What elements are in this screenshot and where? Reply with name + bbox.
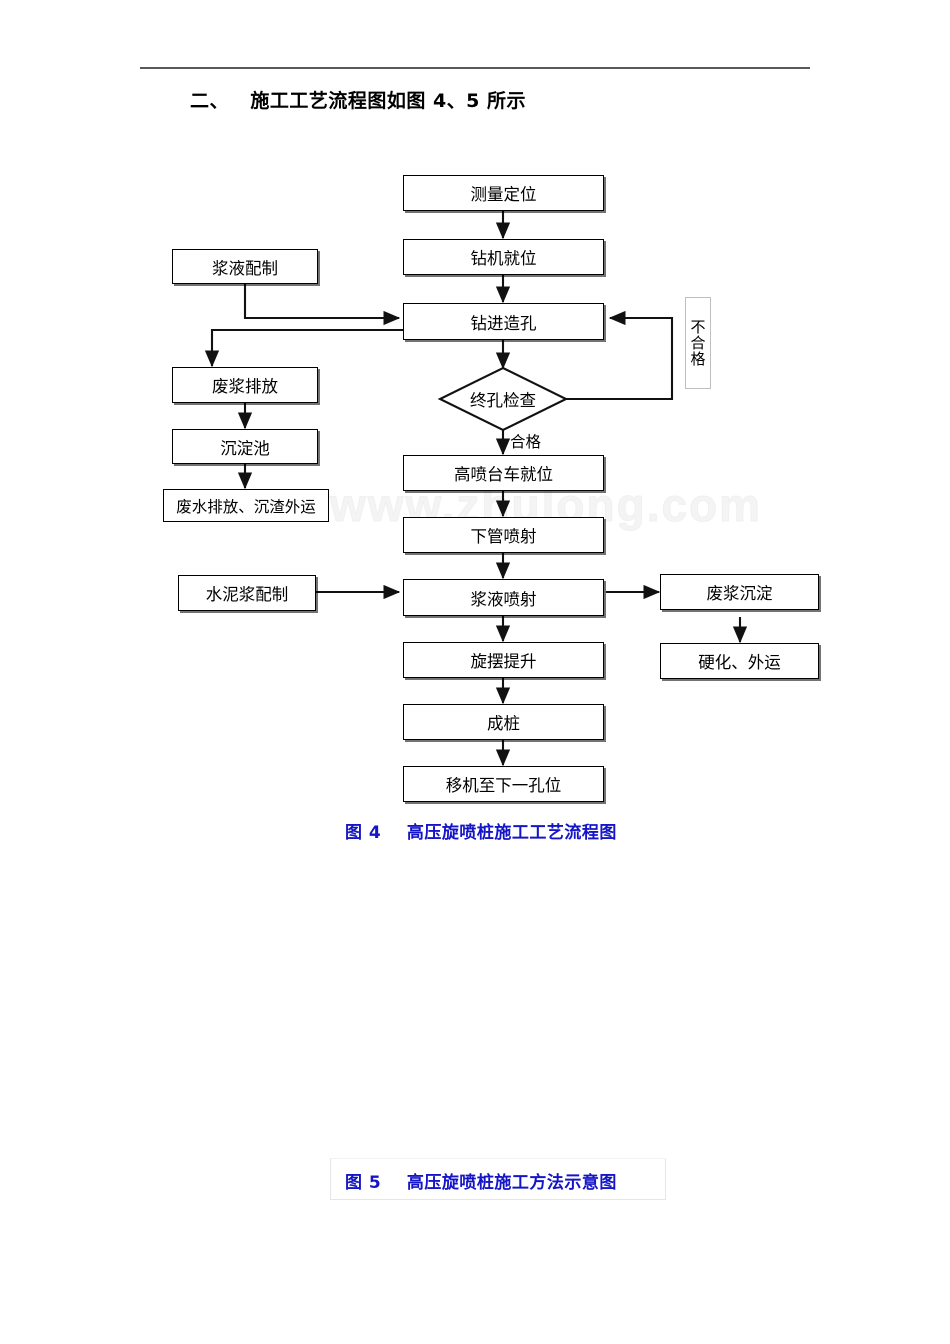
node-wastewater-slag: 废水排放、沉渣外运 <box>163 489 329 522</box>
node-harden-transport: 硬化、外运 <box>660 643 819 679</box>
figure5-placeholder-frame <box>330 1158 666 1200</box>
figure5-caption: 图 5 高压旋喷桩施工方法示意图 <box>345 1173 617 1193</box>
node-pile-forming: 成桩 <box>403 704 604 740</box>
node-label: 成桩 <box>487 714 520 733</box>
node-label: 水泥浆配制 <box>205 585 289 604</box>
decision-diamond <box>437 366 569 432</box>
node-slurry-preparation: 浆液配制 <box>172 249 318 284</box>
node-label: 钻机就位 <box>470 249 537 268</box>
edge-label-pass: 合格 <box>510 430 541 452</box>
node-waste-slurry-settling: 废浆沉淀 <box>660 574 819 610</box>
node-hole-inspection: 终孔检查 <box>440 382 566 416</box>
node-label: 不合格 <box>688 319 707 367</box>
node-move-to-next-hole: 移机至下一孔位 <box>403 766 604 802</box>
figure4-caption: 图 4 高压旋喷桩施工工艺流程图 <box>345 823 617 843</box>
node-drilling-hole: 钻进造孔 <box>403 303 604 340</box>
node-rotary-lifting: 旋摆提升 <box>403 642 604 678</box>
node-jet-trolley-in-place: 高喷台车就位 <box>403 455 604 491</box>
node-pipe-lowering-jetting: 下管喷射 <box>403 517 604 553</box>
node-label: 终孔检查 <box>470 391 536 410</box>
node-label: 废浆排放 <box>212 377 278 396</box>
node-waste-slurry-discharge: 废浆排放 <box>172 367 318 403</box>
node-label: 旋摆提升 <box>470 652 537 671</box>
page-title: 二、 施工工艺流程图如图 4、5 所示 <box>190 90 527 112</box>
node-label: 浆液喷射 <box>470 589 537 609</box>
node-survey-positioning: 测量定位 <box>403 175 604 211</box>
node-label: 移机至下一孔位 <box>445 776 562 795</box>
figure4-flowchart: 测量定位 钻机就位 钻进造孔 终孔检查 合格 高喷台车就位 下管喷射 浆液喷射 … <box>0 150 950 830</box>
header-rule <box>140 67 810 69</box>
node-reject-label: 不合格 <box>685 297 711 389</box>
edge-label-text: 合格 <box>510 433 542 451</box>
node-label: 测量定位 <box>470 185 537 204</box>
node-label: 高喷台车就位 <box>454 465 553 484</box>
node-label: 沉淀池 <box>220 438 270 458</box>
node-cement-slurry-preparation: 水泥浆配制 <box>178 575 316 611</box>
node-label: 废水排放、沉渣外运 <box>176 497 316 516</box>
node-label: 下管喷射 <box>470 527 537 546</box>
node-label: 钻进造孔 <box>470 313 537 333</box>
node-slurry-jetting: 浆液喷射 <box>403 579 604 616</box>
flowchart-connectors <box>204 211 748 767</box>
node-label: 硬化、外运 <box>698 653 781 672</box>
node-label: 浆液配制 <box>212 258 278 278</box>
node-sedimentation-tank: 沉淀池 <box>172 429 318 464</box>
node-drill-in-place: 钻机就位 <box>403 239 604 275</box>
node-label: 废浆沉淀 <box>706 584 773 603</box>
